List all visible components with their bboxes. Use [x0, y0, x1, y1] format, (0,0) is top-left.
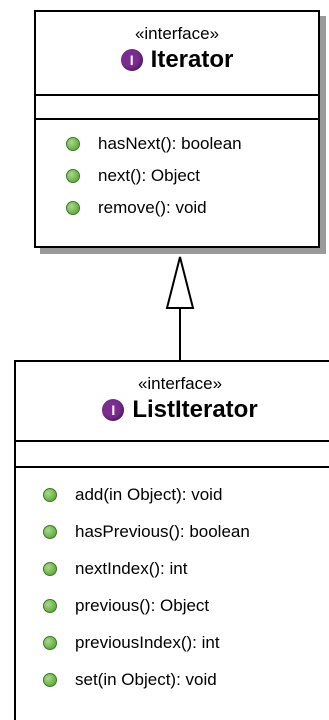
iterator-header: «interface» I Iterator [36, 12, 318, 96]
public-operation-icon [43, 672, 57, 687]
operation-row[interactable]: previous(): Object [16, 587, 329, 624]
operation-row[interactable]: remove(): void [36, 192, 318, 224]
listiterator-interface-box[interactable]: «interface» I ListIterator add(in Object… [14, 360, 329, 720]
operation-row[interactable]: next(): Object [36, 160, 318, 192]
iterator-name-row: I Iterator [36, 46, 318, 74]
iterator-interface-box[interactable]: «interface» I Iterator hasNext(): boolea… [34, 10, 320, 248]
public-operation-icon [66, 169, 80, 183]
operation-row[interactable]: previousIndex(): int [16, 624, 329, 661]
public-operation-icon [66, 201, 80, 215]
interface-icon: I [120, 49, 143, 71]
public-operation-icon [66, 137, 80, 151]
operation-row[interactable]: hasNext(): boolean [36, 128, 318, 160]
interface-icon: I [102, 399, 125, 421]
iterator-class-name: Iterator [150, 46, 234, 73]
operation-row[interactable]: add(in Object): void [16, 476, 329, 513]
operation-row[interactable]: set(in Object): void [16, 661, 329, 698]
public-operation-icon [43, 487, 57, 502]
operation-label: previous(): Object [75, 595, 210, 615]
listiterator-class-name: ListIterator [132, 396, 258, 423]
operation-label: add(in Object): void [75, 484, 223, 504]
operation-label: hasNext(): boolean [98, 134, 242, 153]
operation-label: next(): Object [98, 166, 201, 185]
operation-label: nextIndex(): int [75, 558, 188, 578]
public-operation-icon [43, 598, 57, 613]
operation-label: set(in Object): void [75, 669, 217, 689]
public-operation-icon [43, 524, 57, 539]
operation-row[interactable]: hasPrevious(): boolean [16, 513, 329, 550]
listiterator-attributes-compartment [16, 442, 329, 468]
generalization-arrowhead [165, 256, 195, 309]
operation-label: remove(): void [98, 198, 207, 217]
operation-label: hasPrevious(): boolean [75, 521, 250, 541]
listiterator-operations: add(in Object): void hasPrevious(): bool… [16, 468, 329, 698]
operation-row[interactable]: nextIndex(): int [16, 550, 329, 587]
operation-label: previousIndex(): int [75, 632, 220, 652]
listiterator-stereotype: «interface» [137, 374, 223, 393]
listiterator-name-row: I ListIterator [16, 396, 329, 424]
public-operation-icon [43, 635, 57, 650]
listiterator-header: «interface» I ListIterator [16, 362, 329, 442]
public-operation-icon [43, 561, 57, 576]
iterator-attributes-compartment [36, 96, 318, 120]
iterator-stereotype: «interface» [134, 24, 220, 43]
iterator-operations: hasNext(): boolean next(): Object remove… [36, 120, 318, 224]
